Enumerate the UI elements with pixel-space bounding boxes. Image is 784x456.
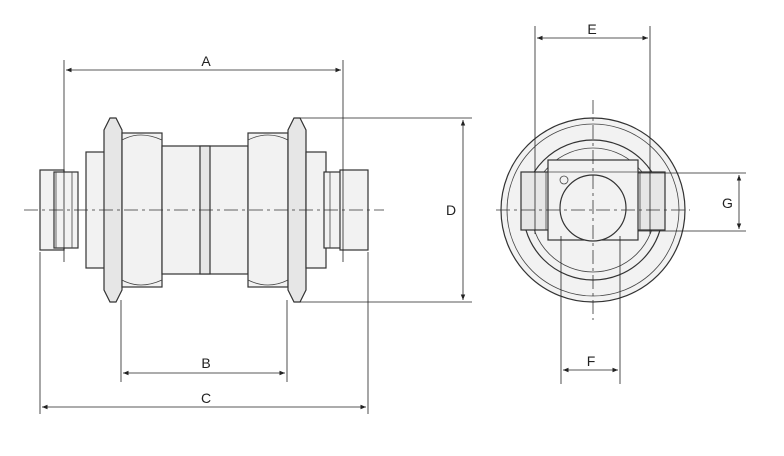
dim-f-label: F bbox=[587, 353, 596, 369]
dim-d-label: D bbox=[446, 202, 456, 218]
side-view: A B C D bbox=[24, 53, 472, 414]
dim-b-label: B bbox=[201, 355, 210, 371]
right-flange bbox=[287, 117, 307, 303]
dim-a-label: A bbox=[201, 53, 211, 69]
grease-hole bbox=[559, 175, 569, 185]
dim-c-label: C bbox=[201, 390, 211, 406]
dim-g-label: G bbox=[722, 195, 733, 211]
end-view: E F G bbox=[496, 21, 746, 384]
dim-e-label: E bbox=[587, 21, 596, 37]
